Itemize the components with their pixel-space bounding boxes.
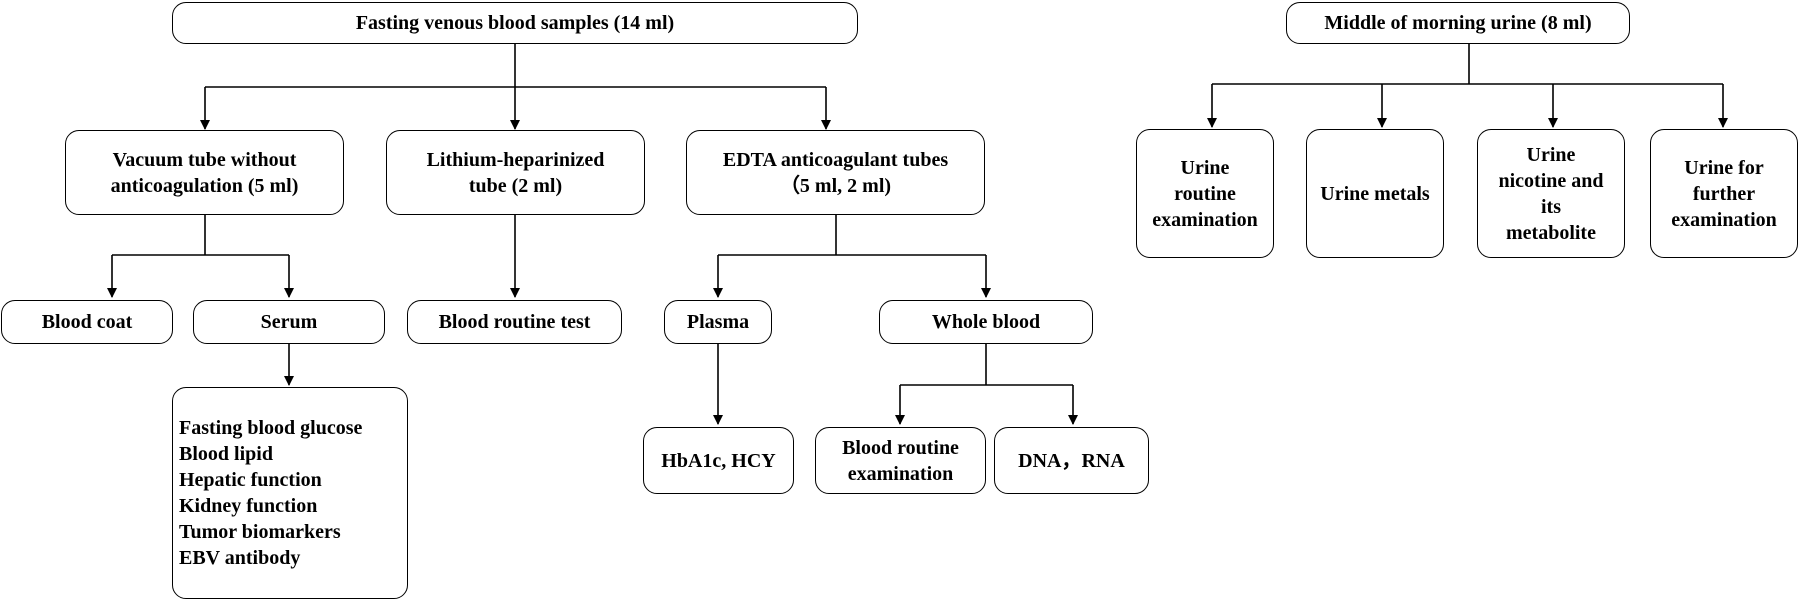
blood-routine-test-node: Blood routine test <box>407 300 622 344</box>
hba1c-hcy-node: HbA1c, HCY <box>643 427 794 494</box>
vacuum-tube-node: Vacuum tube without anticoagulation (5 m… <box>65 130 344 215</box>
urine-root-node: Middle of morning urine (8 ml) <box>1286 2 1630 44</box>
urine-routine-node: Urine routine examination <box>1136 129 1274 258</box>
whole-blood-node: Whole blood <box>879 300 1093 344</box>
edta-connector <box>713 215 991 298</box>
edta-tube-node: EDTA anticoagulant tubes （5 ml, 2 ml) <box>686 130 985 215</box>
urine-connector <box>1207 44 1728 128</box>
serum-node: Serum <box>193 300 385 344</box>
blood-root-node: Fasting venous blood samples (14 ml) <box>172 2 858 44</box>
blood-coat-node: Blood coat <box>1 300 173 344</box>
urine-metals-node: Urine metals <box>1306 129 1444 258</box>
lithium-tube-node: Lithium-heparinized tube (2 ml) <box>386 130 645 215</box>
blood-routine-examination-node: Blood routine examination <box>815 427 986 494</box>
blood-root-connector <box>200 44 831 130</box>
serum-tests-node: Fasting blood glucose Blood lipid Hepati… <box>172 387 408 599</box>
dna-rna-node: DNA，RNA <box>994 427 1149 494</box>
whole-blood-connector <box>895 344 1078 425</box>
plasma-node: Plasma <box>664 300 772 344</box>
urine-further-node: Urine for further examination <box>1650 129 1798 258</box>
urine-nicotine-node: Urine nicotine and its metabolite <box>1477 129 1625 258</box>
vacuum-connector <box>107 215 294 298</box>
